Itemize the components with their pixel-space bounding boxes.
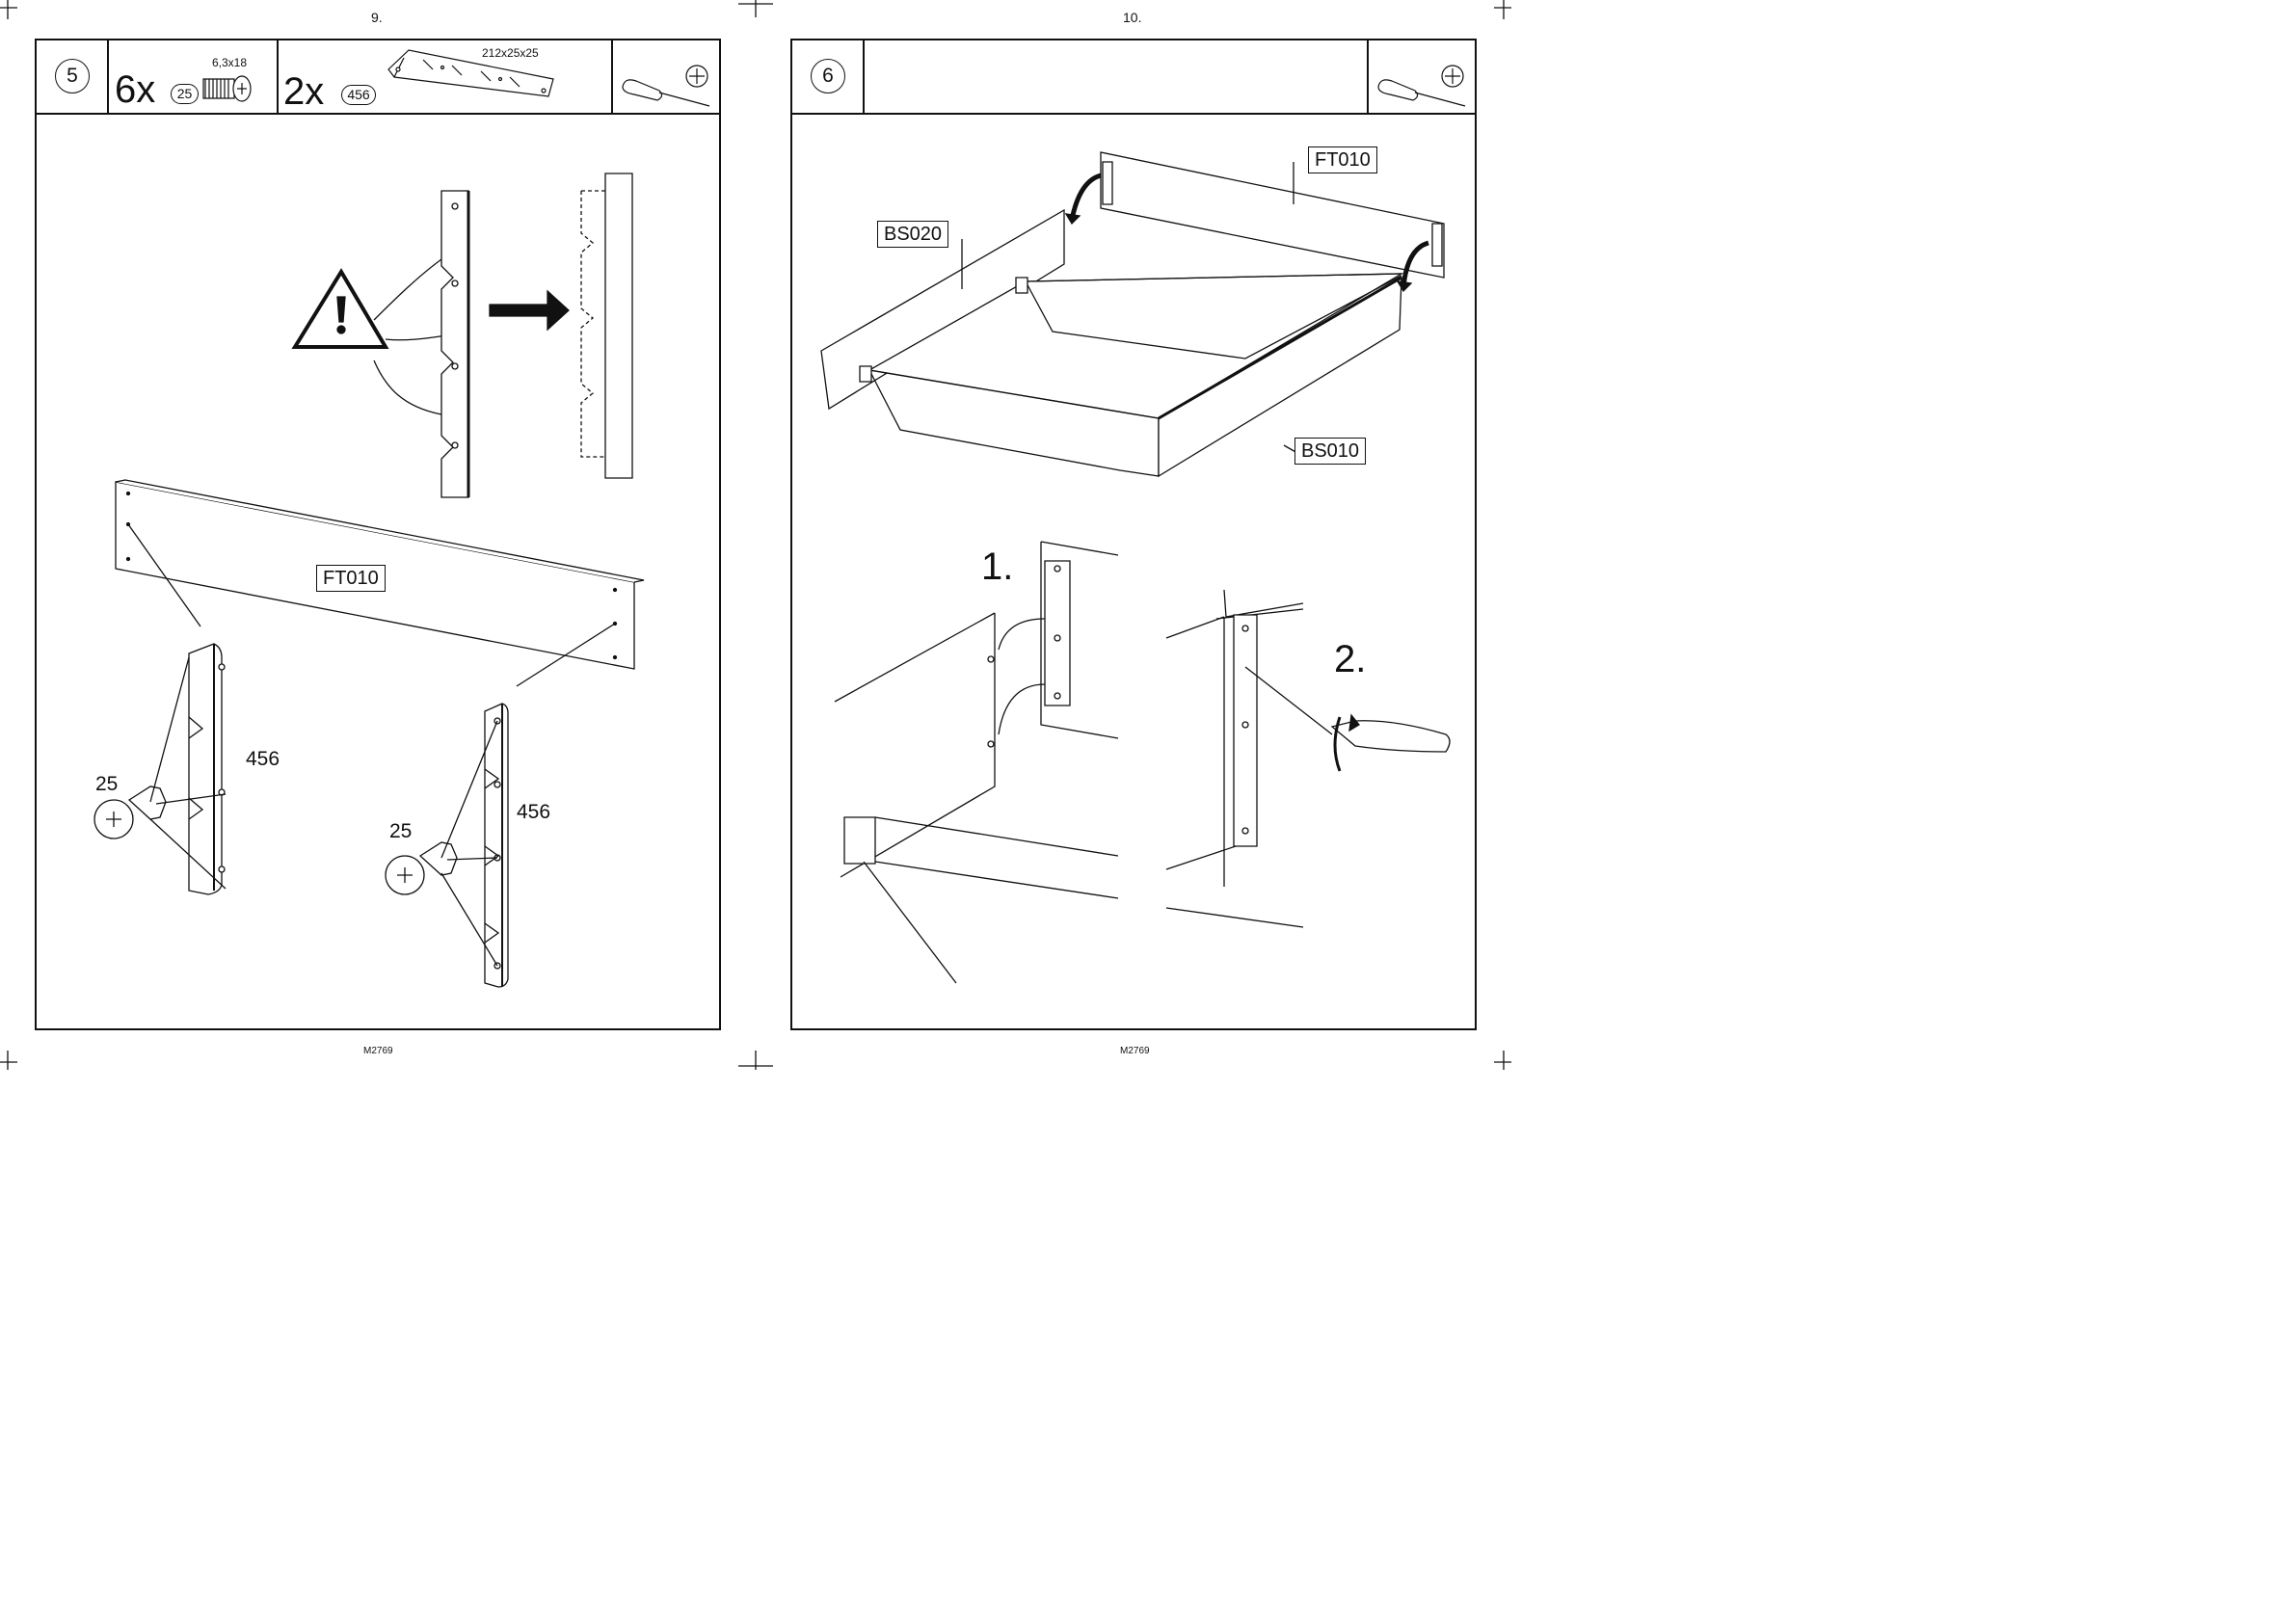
callout-screw-25-right: 25 — [389, 820, 412, 843]
panel-label-bs010: BS010 — [1294, 438, 1366, 465]
callout-bracket-456-left: 456 — [246, 748, 280, 771]
sub-step-1: 1. — [981, 546, 1013, 589]
warning-icon — [295, 272, 386, 347]
panel-label-bs020: BS020 — [877, 221, 948, 248]
panel-label-ft010: FT010 — [1308, 146, 1377, 173]
callout-bracket-456-right: 456 — [517, 801, 550, 824]
step-5-drawing — [37, 40, 723, 1032]
sub-step-2: 2. — [1334, 638, 1366, 681]
step-5-frame: 5 6x 25 6,3x18 2x 456 212x25x25 — [35, 39, 721, 1030]
step-6-drawing — [792, 40, 1479, 1032]
arrow-right-icon — [490, 291, 569, 330]
step-6-frame: 6 — [790, 39, 1477, 1030]
callout-screw-25-left: 25 — [95, 773, 118, 796]
panel-label-ft010: FT010 — [316, 565, 386, 592]
